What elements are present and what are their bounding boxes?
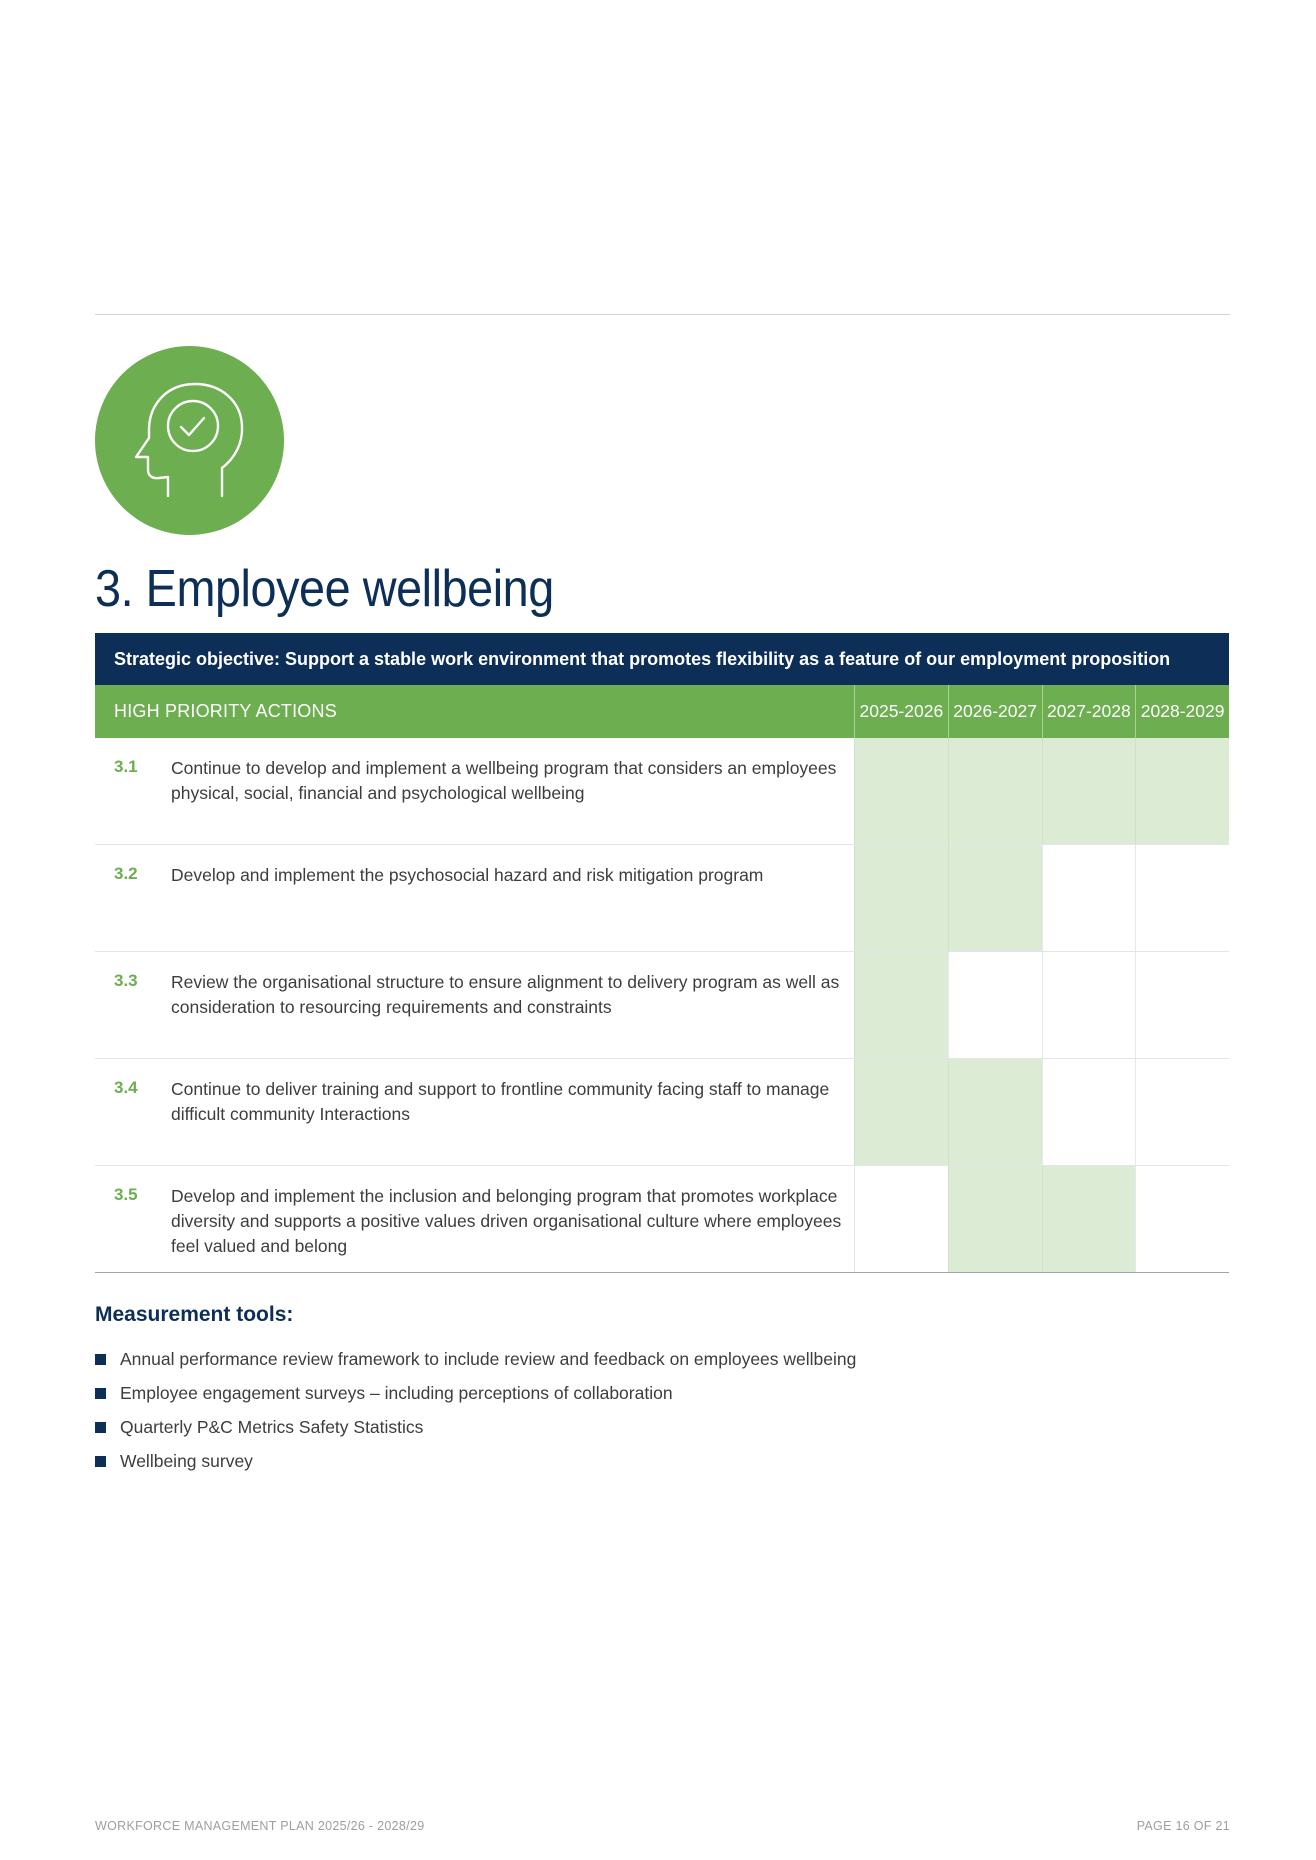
- table-row: 3.4 Continue to deliver training and supp…: [95, 1059, 1229, 1166]
- footer-document-title: WORKFORCE MANAGEMENT PLAN 2025/26 - 2028…: [95, 1819, 425, 1833]
- high-priority-actions-header: HIGH PRIORITY ACTIONS: [114, 701, 337, 721]
- timeline-cell-active: [854, 1059, 948, 1165]
- table-row: 3.3 Review the organisational structure t…: [95, 952, 1229, 1059]
- year-header: 2025-2026: [854, 685, 948, 738]
- action-number: 3.5: [114, 1185, 138, 1204]
- action-description: Continue to deliver training and support…: [171, 1079, 830, 1124]
- timeline-cell-empty: [854, 1166, 948, 1272]
- measurement-tools-list: Annual performance review framework to i…: [95, 1342, 856, 1478]
- timeline-cell-empty: [1135, 845, 1229, 951]
- timeline-cell-active: [947, 1166, 1042, 1272]
- table-header-row: HIGH PRIORITY ACTIONS 2025-2026 2026-202…: [95, 685, 1229, 738]
- timeline-cell-active: [1041, 1166, 1136, 1272]
- measurement-tools-heading: Measurement tools:: [95, 1303, 294, 1326]
- table-row: 3.2 Develop and implement the psychosocia…: [95, 845, 1229, 952]
- table-row: 3.1 Continue to develop and implement a w…: [95, 738, 1229, 845]
- year-header: 2027-2028: [1041, 685, 1136, 738]
- square-bullet-icon: [95, 1455, 106, 1467]
- list-item-text: Quarterly P&C Metrics Safety Statistics: [120, 1416, 424, 1437]
- action-number: 3.3: [114, 971, 138, 990]
- timeline-cell-empty: [1041, 845, 1136, 951]
- page-title: 3. Employee wellbeing: [95, 560, 554, 618]
- square-bullet-icon: [95, 1421, 106, 1433]
- list-item-text: Employee engagement surveys – including …: [120, 1382, 673, 1403]
- action-number: 3.4: [114, 1078, 138, 1097]
- head-with-checkmark-icon: [95, 346, 284, 535]
- timeline-cell-empty: [1135, 1059, 1229, 1165]
- action-description: Develop and implement the inclusion and …: [171, 1186, 842, 1256]
- timeline-cell-active: [1041, 738, 1136, 844]
- timeline-cell-empty: [1135, 952, 1229, 1058]
- timeline-cell-empty: [947, 952, 1042, 1058]
- year-header: 2028-2029: [1135, 685, 1229, 738]
- timeline-cell-active: [947, 1059, 1042, 1165]
- action-number: 3.2: [114, 864, 138, 883]
- timeline-cell-active: [947, 845, 1042, 951]
- timeline-cell-active: [854, 738, 948, 844]
- timeline-cell-active: [854, 952, 948, 1058]
- actions-table: Strategic objective: Support a stable wo…: [95, 633, 1229, 1273]
- action-number: 3.1: [114, 757, 138, 776]
- action-description: Review the organisational structure to e…: [171, 972, 840, 1017]
- square-bullet-icon: [95, 1387, 106, 1399]
- table-row: 3.5 Develop and implement the inclusion a…: [95, 1166, 1229, 1273]
- timeline-cell-empty: [1135, 1166, 1229, 1272]
- timeline-cell-active: [947, 738, 1042, 844]
- list-item: Annual performance review framework to i…: [95, 1342, 856, 1376]
- action-description: Continue to develop and implement a well…: [171, 758, 837, 803]
- list-item-text: Annual performance review framework to i…: [120, 1348, 857, 1369]
- timeline-cell-active: [854, 845, 948, 951]
- list-item: Wellbeing survey: [95, 1444, 856, 1478]
- square-bullet-icon: [95, 1353, 106, 1365]
- list-item: Employee engagement surveys – including …: [95, 1376, 856, 1410]
- footer-page-number: PAGE 16 OF 21: [1136, 1819, 1230, 1833]
- list-item: Quarterly P&C Metrics Safety Statistics: [95, 1410, 856, 1444]
- strategic-objective-banner: Strategic objective: Support a stable wo…: [95, 633, 1229, 685]
- timeline-cell-active: [1135, 738, 1229, 844]
- list-item-text: Wellbeing survey: [120, 1450, 253, 1471]
- year-header: 2026-2027: [947, 685, 1042, 738]
- timeline-cell-empty: [1041, 952, 1136, 1058]
- action-description: Develop and implement the psychosocial h…: [171, 865, 764, 885]
- top-divider: [95, 314, 1230, 315]
- timeline-cell-empty: [1041, 1059, 1136, 1165]
